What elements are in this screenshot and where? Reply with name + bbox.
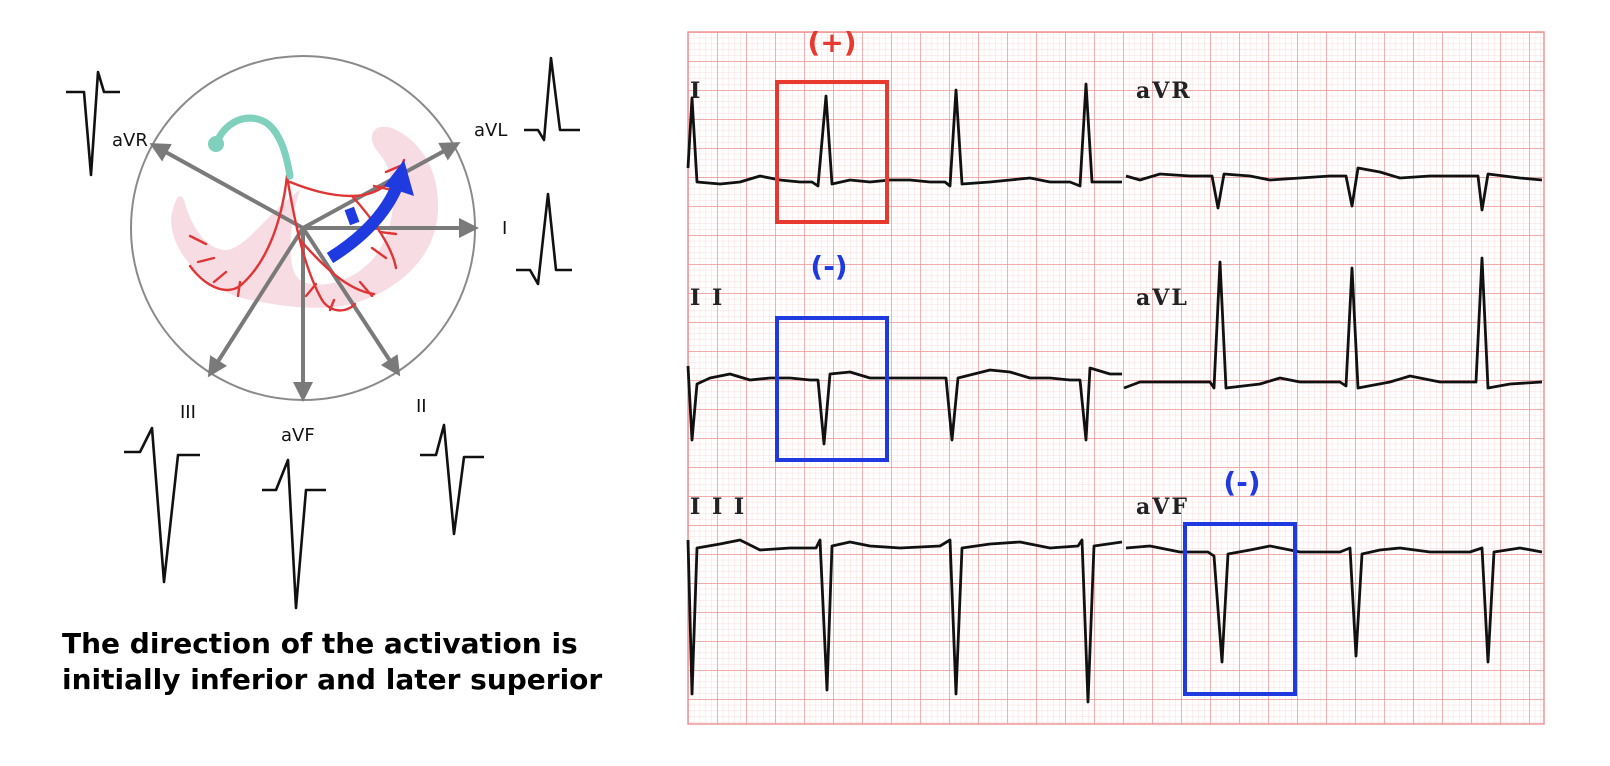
ecg-label-ii: I I [690, 285, 724, 311]
waveform-avr [66, 70, 120, 177]
label-iii: III [180, 402, 196, 423]
trace-lead-avf [1125, 544, 1543, 664]
ecg-label-avl: aVL [1136, 285, 1189, 311]
highlight-lead-ii [775, 316, 889, 462]
label-avf: aVF [281, 425, 315, 446]
sign-negative-lead-ii: (-) [810, 250, 847, 283]
ecg-label-i: I [690, 78, 702, 104]
his-bundle-node [208, 136, 224, 152]
trace-lead-avr [1125, 166, 1543, 212]
trace-lead-iii [686, 538, 1123, 704]
heart-tissue [171, 126, 439, 308]
caption-line-1: The direction of the activation is [62, 627, 578, 660]
activation-arrow [326, 160, 414, 264]
waveform-ii [420, 423, 484, 536]
waveform-i [516, 192, 572, 286]
ecg-label-avf: aVF [1136, 494, 1189, 520]
ecg-label-iii: I I I [690, 494, 746, 520]
axis-avr [149, 143, 304, 230]
caption: The direction of the activation is initi… [62, 626, 602, 698]
label-avl: aVL [474, 120, 507, 141]
caption-line-2: initially inferior and later superior [62, 663, 603, 696]
label-i: I [502, 218, 507, 239]
sign-negative-lead-avf: (-) [1223, 466, 1260, 499]
lead-axes [149, 142, 479, 402]
lead-waveforms [66, 56, 580, 610]
label-avr: aVR [112, 130, 148, 151]
trace-lead-avl [1123, 256, 1543, 390]
label-ii: II [416, 396, 427, 417]
hexaxial-diagram: aVR aVL I III aVF II [66, 55, 580, 610]
sign-positive-lead-i: (+) [807, 26, 856, 59]
ecg-label-avr: aVR [1136, 78, 1192, 104]
ecg-traces [686, 82, 1543, 704]
highlight-lead-avf [1183, 522, 1297, 696]
ecg-strip: I I I I I I aVR aVL aVF (+) (-) (-) [686, 26, 1545, 725]
his-bundle [212, 114, 294, 180]
axis-iii [207, 226, 305, 378]
trace-lead-i [686, 82, 1122, 188]
axis-ii [301, 226, 401, 377]
waveform-avl [524, 56, 580, 142]
axis-avl [302, 142, 461, 230]
highlight-lead-i [775, 80, 889, 224]
trace-lead-ii [686, 365, 1122, 446]
waveform-iii [124, 426, 200, 584]
waveform-avf [262, 458, 326, 610]
